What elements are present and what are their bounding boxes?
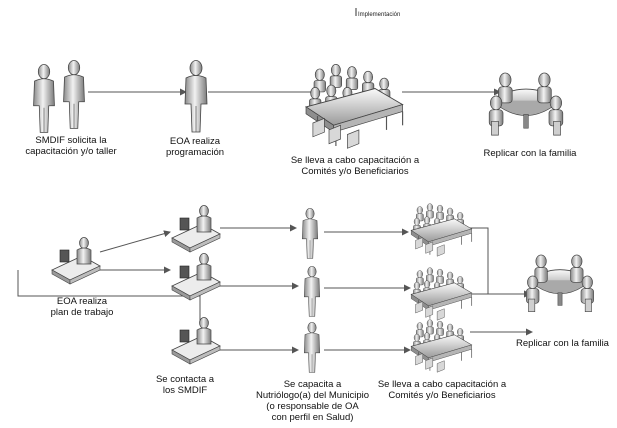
meeting-capacitacion-top xyxy=(304,64,404,149)
label-smdif-solicita: SMDIF solicita la capacitación y/o talle… xyxy=(25,135,117,157)
desk-smdif-2 xyxy=(171,253,221,301)
label-replicar-top: Replicar con la familia xyxy=(483,148,577,159)
line-plan-to-smdif-3 xyxy=(17,270,201,322)
arrow-plan-to-smdif-1 xyxy=(99,230,171,253)
person-nutriologo-1 xyxy=(302,208,318,259)
family-replicar-bottom xyxy=(526,254,594,313)
person-smdif-left xyxy=(33,64,55,133)
meeting-capacitacion-1 xyxy=(410,203,473,257)
meeting-capacitacion-3 xyxy=(410,319,473,373)
connectors xyxy=(17,88,533,354)
person-nutriologo-2 xyxy=(304,266,320,317)
header-title: Implementación xyxy=(358,12,401,18)
label-replicar-bottom: Replicar con la familia xyxy=(516,338,609,349)
person-nutriologo-3 xyxy=(304,322,320,373)
label-capacitacion-top: Se lleva a cabo capacitación a Comités y… xyxy=(290,155,420,177)
person-smdif-right xyxy=(63,60,85,129)
arrow-meeting-1-to-familia xyxy=(468,227,531,298)
label-contacta-smdif: Se contacta a los SMDIF xyxy=(155,374,215,396)
label-capacitacion-bottom: Se lleva a cabo capacitación a Comités y… xyxy=(377,379,507,401)
label-eoa-programacion: EOA realiza programación xyxy=(165,136,225,158)
desk-smdif-1 xyxy=(171,205,221,253)
desk-smdif-3 xyxy=(171,317,221,365)
desk-eoa-plan xyxy=(51,237,101,285)
person-eoa-programacion xyxy=(184,60,208,133)
figures xyxy=(33,8,594,373)
label-eoa-plan: EOA realiza plan de trabajo xyxy=(50,296,114,318)
meeting-capacitacion-2 xyxy=(410,267,473,321)
label-nutriologo: Se capacita a Nutriólogo(a) del Municipi… xyxy=(256,379,369,423)
family-replicar-top xyxy=(488,72,564,136)
